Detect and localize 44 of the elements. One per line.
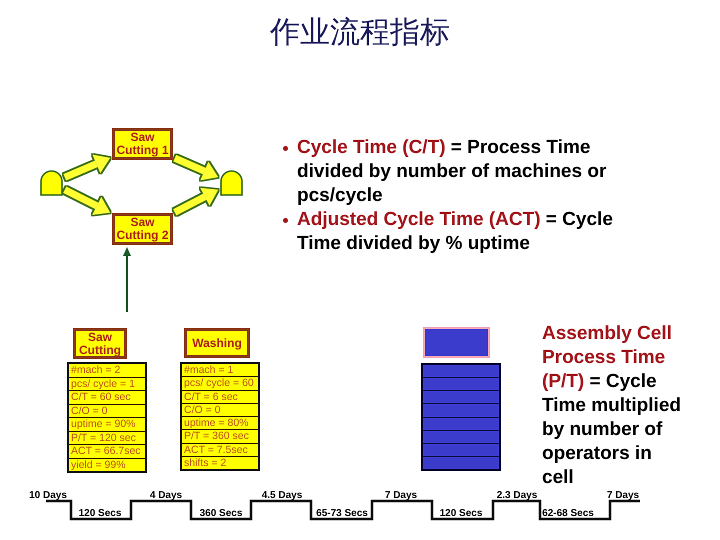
bullet-text: Cycle Time (C/T) = Process Time divided by number of machines or pcs/cycle — [297, 136, 608, 208]
timeline-label: 120 Secs — [78, 508, 122, 519]
timeline-label: 4 Days — [150, 490, 182, 501]
table-cell: pcs/ cycle = 1 — [69, 378, 145, 391]
data-table — [421, 363, 501, 471]
bullet-text: Adjusted Cycle Time (ACT) = Cycle Time divided by % uptime — [297, 208, 614, 256]
data-table — [67, 362, 147, 473]
timeline-label: 10 Days — [29, 490, 67, 501]
definition-text: Assembly Cell Process Time (P/T) = Cycle Time multiplied by number of operators in cell — [542, 322, 682, 490]
table-cell: #mach = 2 — [69, 364, 145, 378]
timeline-label: 4.5 Days — [262, 490, 302, 501]
process-box: Saw Cutting 2 — [112, 213, 173, 245]
table-cell: ACT = 66.7sec — [69, 445, 145, 458]
timeline-label: 7 Days — [606, 490, 640, 501]
timeline-label: 360 Secs — [200, 508, 242, 519]
arrow — [63, 154, 110, 181]
table-cell: C/T = 60 sec — [69, 391, 145, 404]
dome-shape — [220, 170, 243, 196]
table-cell: ACT = 7.5sec — [182, 444, 258, 457]
table-cell: pcs/ cycle = 60 — [182, 377, 258, 390]
data-table — [180, 362, 260, 471]
process-box: Saw Cutting 1 — [112, 128, 173, 160]
process-box: Saw Cutting — [73, 328, 127, 359]
table-cell: uptime = 80% — [182, 417, 258, 430]
table-cell: C/O = 0 — [69, 404, 145, 418]
process-box — [423, 327, 490, 358]
timeline-label: 7 Days — [384, 490, 418, 501]
timeline-label: 65-73 Secs — [316, 508, 368, 519]
table-cell: P/T = 360 sec — [182, 430, 258, 444]
title: 作业流程指标 — [269, 15, 451, 51]
timeline-label: 62-68 Secs — [542, 508, 594, 519]
table-cell-text: yield = 99% — [70, 458, 127, 471]
dome-shape — [40, 170, 63, 196]
table-cell: C/O = 0 — [182, 404, 258, 417]
table-cell: #mach = 1 — [182, 364, 258, 378]
timeline-label: 2.3 Days — [496, 490, 538, 501]
table-cell: C/T = 6 sec — [182, 390, 258, 404]
process-box: Washing — [184, 328, 250, 358]
arrow — [123, 247, 131, 312]
table-cell: uptime = 90% — [69, 418, 145, 432]
timeline-label: 120 Secs — [440, 508, 482, 519]
table-cell: P/T = 120 sec — [69, 432, 145, 445]
arrow — [63, 186, 110, 215]
table-cell-text: shifts = 2 — [183, 456, 228, 469]
